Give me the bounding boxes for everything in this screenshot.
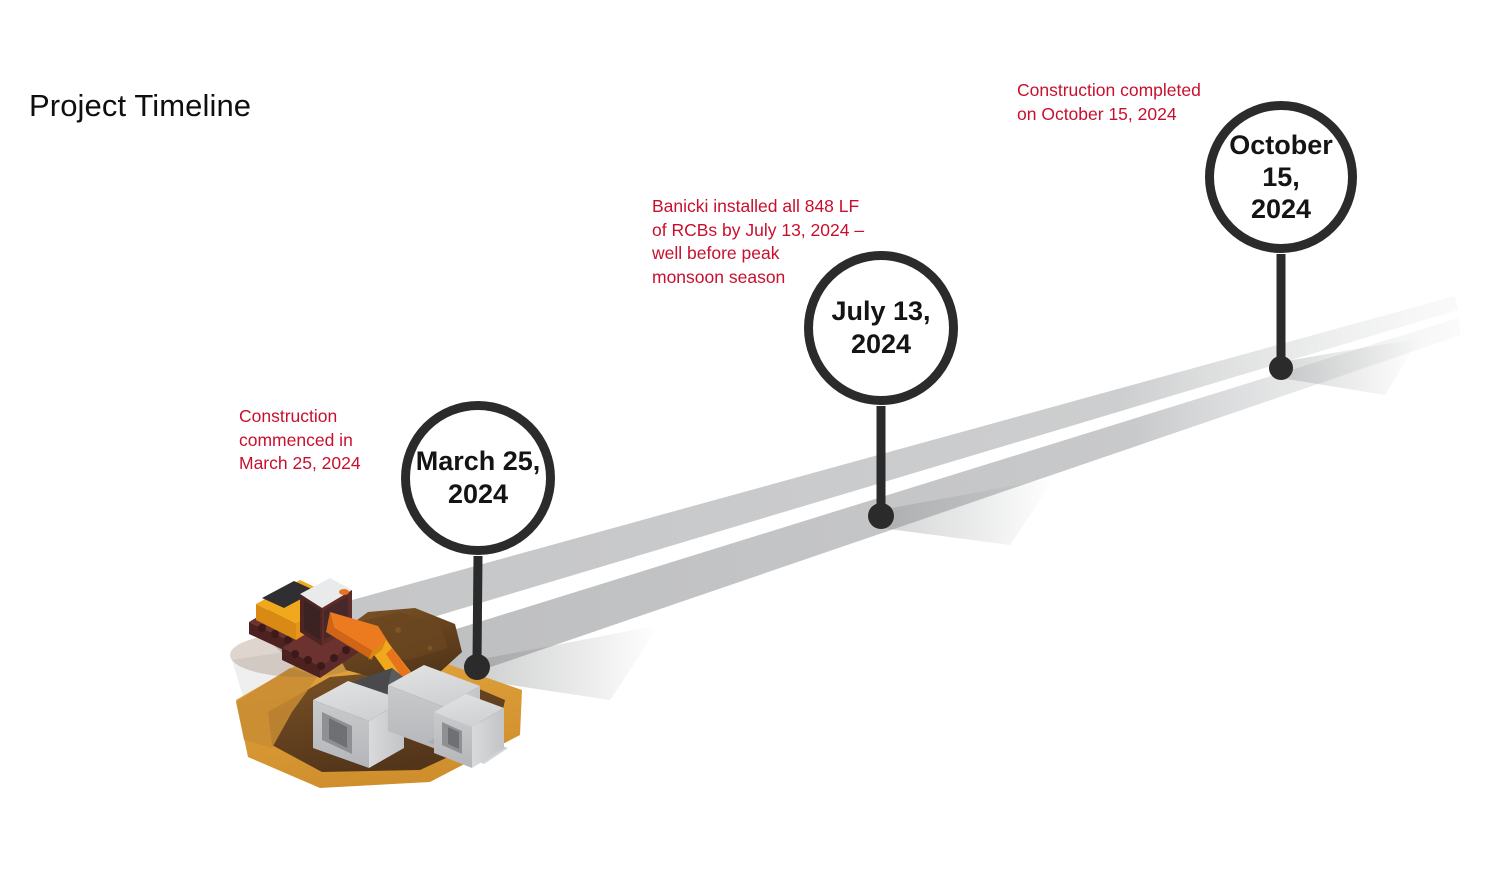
reinforced-concrete-box-culvert-3 — [428, 694, 508, 768]
milestone-dot-july — [868, 503, 894, 529]
milestone-annotation-march-25-2024: Construction commenced in March 25, 2024 — [239, 406, 361, 473]
milestone-pin-july-13-2024[interactable] — [804, 251, 958, 530]
excavator — [249, 578, 416, 712]
milestone-pin-march-25-2024[interactable] — [401, 401, 555, 681]
road-band-upper — [254, 296, 1458, 660]
milestone-dot-october — [1269, 356, 1293, 380]
milestone-annotation-july-13-2024: Banicki installed all 848 LF of RCBs by … — [652, 196, 865, 287]
milestone-pin-october-15-2024[interactable] — [1205, 101, 1357, 381]
pin-shadows — [477, 338, 1420, 700]
construction-illustration — [230, 578, 522, 788]
milestone-dot-march — [464, 654, 490, 680]
milestone-label-october-15-2024: October 15, 2024 — [1229, 130, 1333, 224]
reinforced-concrete-box-culvert-1 — [313, 681, 404, 768]
milestone-label-july-13-2024: July 13, 2024 — [831, 296, 931, 359]
milestone-annotation-october-15-2024: Construction completed on October 15, 20… — [1017, 80, 1201, 124]
page-title: Project Timeline — [29, 88, 252, 123]
milestone-label-march-25-2024: March 25, 2024 — [415, 446, 541, 509]
